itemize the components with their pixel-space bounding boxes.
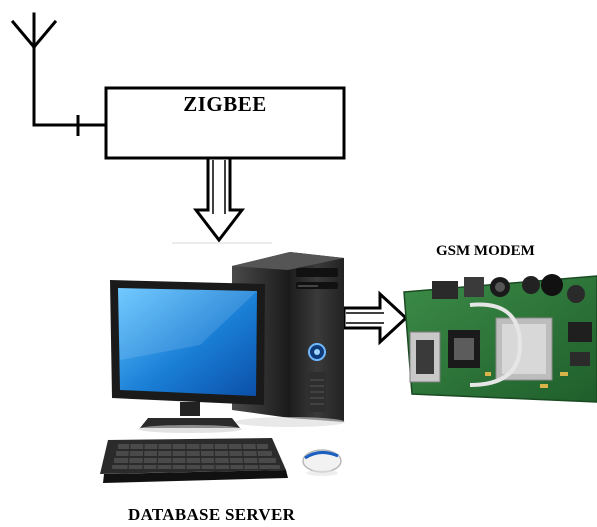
zigbee-label: ZIGBEE — [183, 92, 267, 116]
keyboard-icon — [100, 438, 288, 483]
zigbee-box — [104, 86, 346, 160]
antenna-connector — [34, 115, 106, 136]
mouse-icon — [302, 449, 342, 476]
zigbee-to-server-arrow — [192, 156, 246, 243]
antenna-icon — [10, 12, 58, 127]
monitor-icon — [110, 280, 265, 433]
gsm-modem-board-icon — [403, 274, 597, 403]
server-to-gsm-arrow — [342, 290, 409, 346]
database-server-label: DATABASE SERVER — [128, 505, 296, 524]
gsm-modem-label: GSM MODEM — [436, 243, 535, 259]
